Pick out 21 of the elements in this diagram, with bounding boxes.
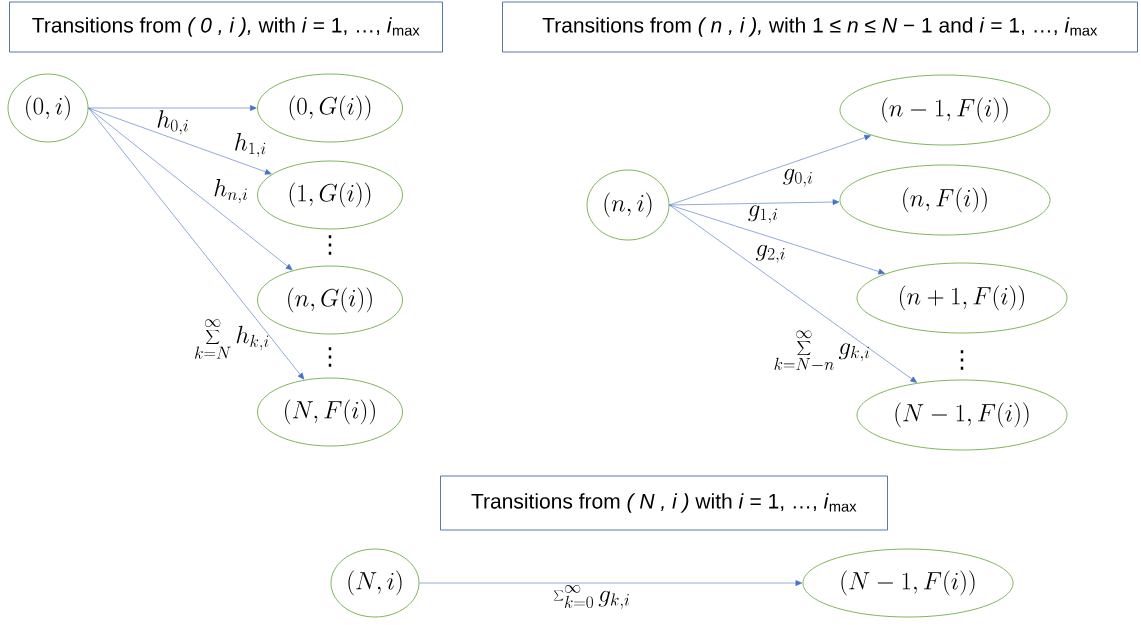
ellipsis-label: ⋮	[960, 350, 964, 370]
arrow	[88, 107, 272, 175]
heading-box: Transitions from ( n , i ), with 1 ≤ n ≤ N − 1 and i = 1, …, i$_{max}$	[502, 1, 1138, 53]
edge-label: $g_{0,i}$	[783, 168, 812, 187]
arrow	[669, 199, 840, 206]
ellipsis-label: ⋮	[328, 347, 332, 367]
arrow	[88, 107, 305, 380]
edge-label: $h_{0,i}$	[157, 110, 188, 135]
ellipsis-label: ⋮	[328, 235, 332, 255]
edge-label: $g_{2,i}$	[755, 244, 785, 263]
arrow	[88, 105, 257, 111]
arrow	[669, 204, 885, 275]
arrow	[669, 134, 871, 206]
arrow	[419, 580, 803, 586]
edge-label: $\sum_{k=0}^{\infty} g_{k,i}$	[553, 585, 629, 609]
arrow	[669, 204, 917, 383]
heading-box: Transitions from ( 0 , i ), with i = 1, …, i$_{max}$	[9, 1, 443, 53]
edge-label: $g_{1,i}$	[748, 205, 777, 224]
arrow	[88, 107, 293, 271]
heading-box: Transitions from ( N , i ) with i = 1, …, i$_{max}$	[440, 475, 888, 531]
edge-label: $h_{n,i}$	[214, 178, 247, 204]
